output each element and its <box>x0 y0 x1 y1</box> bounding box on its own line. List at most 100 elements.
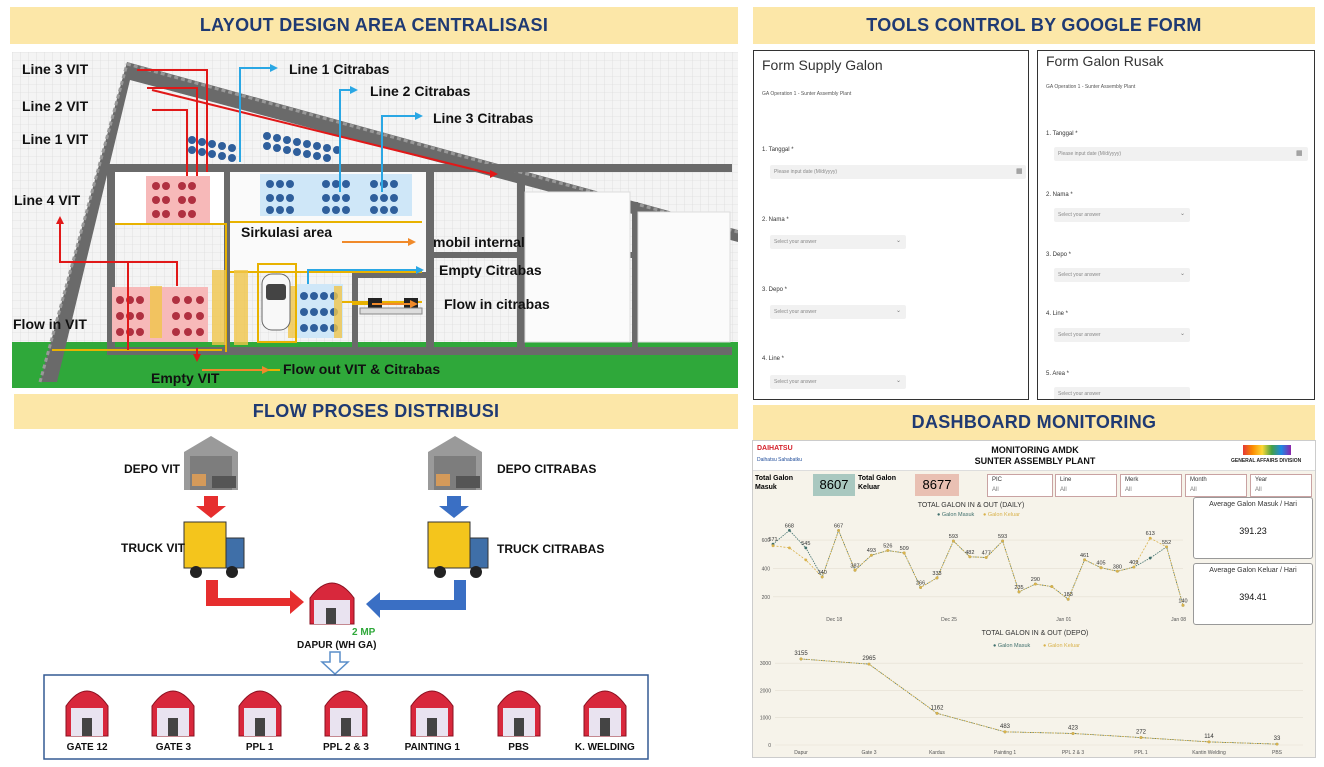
data-label: 290 <box>1031 577 1040 583</box>
data-label: 272 <box>1136 730 1147 736</box>
avg-keluar-label: Average Galon Keluar / Hari <box>1209 567 1297 574</box>
data-label: 613 <box>1146 531 1155 537</box>
label-depo-vit: DEPO VIT <box>124 462 181 476</box>
destination-item: PPL 1 <box>220 680 300 760</box>
data-label: 509 <box>900 546 909 552</box>
dashboard-title-2: SUNTER ASSEMBLY PLANT <box>974 456 1096 466</box>
data-point <box>1116 569 1119 573</box>
data-label: 340 <box>818 570 827 576</box>
form-supply-depo-select[interactable]: Select your answer <box>770 305 906 319</box>
form-rusak-subtitle: GA Operation 1 - Sunter Assembly Plant <box>1046 84 1136 90</box>
data-label: 140 <box>1178 598 1187 604</box>
data-label: 571 <box>768 537 777 543</box>
form-supply-q3: 3. Depo * <box>762 287 788 293</box>
data-point <box>1181 603 1185 607</box>
label-depo-citrabas: DEPO CITRABAS <box>497 462 597 476</box>
label-2mp: 2 MP <box>352 627 376 638</box>
header-tools: TOOLS CONTROL BY GOOGLE FORM <box>753 7 1315 44</box>
data-point <box>1050 585 1054 588</box>
destination-label: PBS <box>508 742 529 753</box>
y-tick-label: 1000 <box>760 716 771 722</box>
data-point <box>968 555 972 559</box>
warehouse-layout-svg <box>12 52 738 388</box>
form-rusak-q2: 2. Nama * <box>1046 192 1073 198</box>
x-tick-label: PPL 2 & 3 <box>1062 750 1085 756</box>
form-rusak-q1: 1. Tanggal * <box>1046 131 1078 137</box>
x-tick-label: Dec 18 <box>826 617 842 623</box>
layout-diagram <box>12 52 738 388</box>
data-label: 387 <box>850 563 859 569</box>
calendar-icon[interactable]: ▦ <box>1296 150 1303 157</box>
daihatsu-tagline: Daihatsu Sahabatku <box>757 457 803 463</box>
form-rusak-area-select[interactable]: Select your answer <box>1054 387 1190 399</box>
data-point <box>799 657 803 661</box>
data-point <box>1132 565 1136 569</box>
data-point <box>1148 556 1152 560</box>
warehouse-icon <box>497 690 541 737</box>
form-supply-q4: 4. Line * <box>762 356 785 362</box>
data-point <box>902 551 906 555</box>
label-line3-vit: Line 3 VIT <box>22 61 89 77</box>
form-rusak-line-select[interactable]: Select your answer <box>1054 328 1190 342</box>
y-tick-label: 2000 <box>760 688 771 694</box>
series-line <box>800 658 1278 745</box>
chevron-down-icon: ⌄ <box>1180 271 1186 277</box>
data-point <box>1017 590 1021 594</box>
chevron-down-icon: ⌄ <box>896 238 902 244</box>
x-tick-label: Painting 1 <box>994 750 1016 756</box>
data-label: 423 <box>1068 725 1079 731</box>
x-tick-label: PBS <box>1272 750 1283 756</box>
form-rusak-depo-select[interactable]: Select your answer <box>1054 268 1190 282</box>
data-label: 333 <box>932 571 941 577</box>
data-point <box>788 546 791 550</box>
avg-keluar-card: Average Galon Keluar / Hari 394.41 <box>1193 563 1313 625</box>
form-rusak-title: Form Galon Rusak <box>1046 53 1164 69</box>
form-supply-date-input[interactable]: Please input date (M/d/yyyy) <box>770 165 1026 179</box>
form-rusak-q5: 5. Area * <box>1046 371 1070 377</box>
destination-item: PAINTING 1 <box>392 680 472 760</box>
data-point <box>1034 582 1037 586</box>
chart-depo: TOTAL GALON IN & OUT (DEPO)● Galon Masuk… <box>760 630 1303 756</box>
label-line4-vit: Line 4 VIT <box>14 192 81 208</box>
y-tick-label: 3000 <box>760 661 771 667</box>
calendar-icon[interactable]: ▦ <box>1016 168 1023 175</box>
header-layout: LAYOUT DESIGN AREA CENTRALISASI <box>10 7 738 44</box>
data-label: 668 <box>785 523 794 529</box>
destination-item: K. WELDING <box>565 680 645 760</box>
data-label: 183 <box>1064 592 1073 598</box>
total-keluar-label: Total Galon Keluar <box>858 475 896 491</box>
avg-keluar-value: 394.41 <box>1239 592 1267 602</box>
flow-arrows-svg <box>43 436 649 760</box>
destination-label: PPL 1 <box>245 742 274 753</box>
label-dapur: DAPUR (WH GA) <box>297 640 377 651</box>
form-rusak-date-input[interactable]: Please input date (M/d/yyyy) <box>1054 147 1308 161</box>
form-supply-nama-select[interactable]: Select your answer <box>770 235 906 249</box>
chart-title: TOTAL GALON IN & OUT (DAILY) <box>918 502 1025 509</box>
form-supply-title: Form Supply Galon <box>762 57 883 73</box>
data-label: 493 <box>867 548 876 554</box>
total-keluar-value: 8677 <box>915 474 959 496</box>
form-supply-line-select[interactable]: Select your answer <box>770 375 906 389</box>
depo-vit-icon <box>184 436 238 490</box>
label-flow-out: Flow out VIT & Citrabas <box>283 361 441 377</box>
x-tick-label: Dec 25 <box>941 617 957 623</box>
data-label: 235 <box>1014 585 1023 591</box>
data-point <box>867 662 871 666</box>
label-flow-in-vit: Flow in VIT <box>13 316 87 332</box>
form-rusak-nama-select[interactable]: Select your answer <box>1054 208 1190 222</box>
x-tick-label: Kardus <box>929 750 945 756</box>
data-point <box>1003 730 1007 734</box>
data-point <box>788 528 791 532</box>
warehouse-icon <box>583 690 627 737</box>
data-point <box>771 544 775 548</box>
x-tick-label: Gate 3 <box>861 750 876 756</box>
form-rusak-q3: 3. Depo * <box>1046 252 1072 258</box>
chevron-down-icon: ⌄ <box>896 378 902 384</box>
data-label: 266 <box>916 580 925 586</box>
data-label: 526 <box>883 544 892 550</box>
